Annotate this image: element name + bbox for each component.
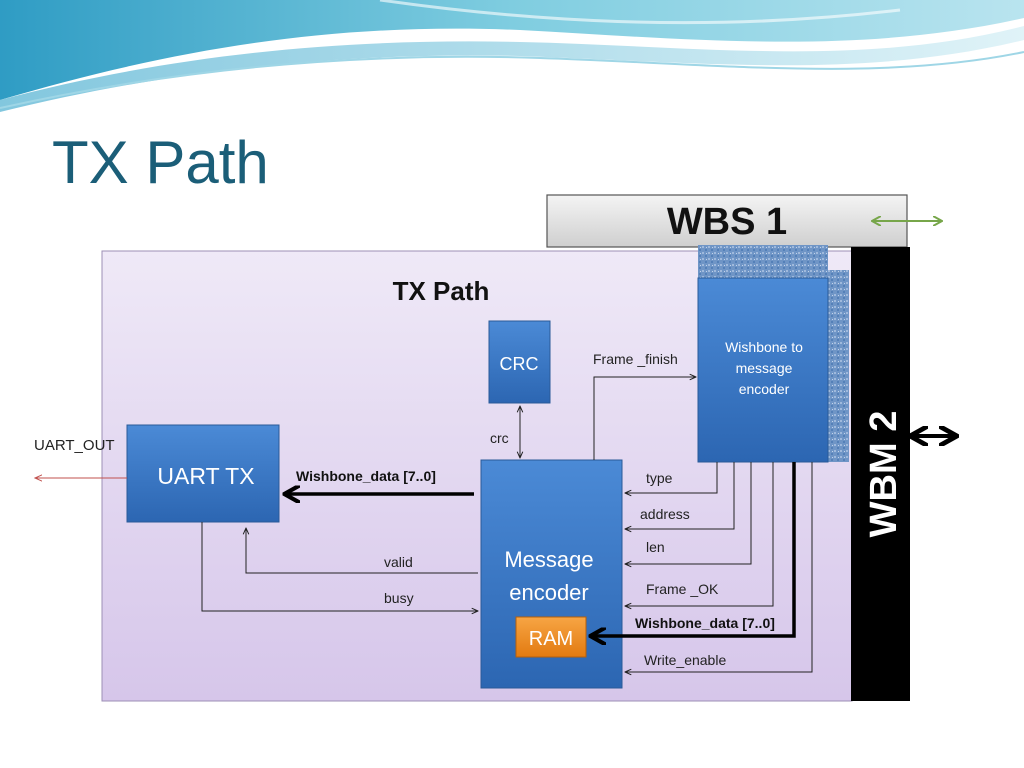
wbm2-block bbox=[851, 247, 910, 701]
message-encoder-label-1: Message bbox=[504, 547, 593, 572]
wishbone-data-ram-label: Wishbone_data [7..0] bbox=[635, 615, 775, 631]
address-label: address bbox=[640, 506, 690, 522]
wishbone-data-ram-arrow bbox=[592, 462, 796, 636]
frame-ok-arrow bbox=[625, 462, 774, 606]
wb-encoder-texture-side bbox=[827, 270, 849, 462]
wb-encoder-texture-top bbox=[698, 245, 828, 280]
wishbone-data-uart-label: Wishbone_data [7..0] bbox=[296, 468, 436, 484]
wb-encoder-label-1: Wishbone to bbox=[725, 339, 803, 355]
message-encoder-label-2: encoder bbox=[509, 580, 589, 605]
crc-signal-label: crc bbox=[490, 430, 509, 446]
valid-label: valid bbox=[384, 554, 413, 570]
wave-banner bbox=[0, 0, 1024, 112]
address-arrow bbox=[625, 462, 735, 529]
crc-label: CRC bbox=[500, 354, 539, 374]
wbs1-label: WBS 1 bbox=[667, 201, 787, 243]
busy-label: busy bbox=[384, 590, 414, 606]
type-label: type bbox=[646, 470, 673, 486]
uart-out-label: UART_OUT bbox=[34, 437, 115, 454]
wb-encoder-label-2: message bbox=[736, 360, 793, 376]
write-enable-label: Write_enable bbox=[644, 652, 726, 668]
wb-encoder-label-3: encoder bbox=[739, 381, 790, 397]
valid-arrow bbox=[246, 528, 478, 574]
wbm2-label: WBM 2 bbox=[863, 411, 905, 538]
wb-encoder-block bbox=[697, 277, 829, 463]
write-enable-arrow bbox=[625, 462, 813, 672]
type-arrow bbox=[625, 462, 718, 493]
ram-label: RAM bbox=[529, 628, 573, 650]
len-label: len bbox=[646, 539, 665, 555]
busy-arrow bbox=[201, 522, 478, 611]
uart-tx-block bbox=[126, 424, 280, 523]
frame-finish-arrow bbox=[593, 377, 696, 460]
crc-block bbox=[488, 320, 551, 404]
frame-ok-label: Frame _OK bbox=[646, 581, 719, 597]
frame-finish-label: Frame _finish bbox=[593, 351, 678, 367]
slide-title: TX Path bbox=[52, 129, 269, 196]
wbs1-block bbox=[546, 194, 908, 248]
len-arrow bbox=[625, 462, 752, 564]
ram-block bbox=[515, 616, 587, 658]
panel-heading: TX Path bbox=[393, 276, 490, 306]
uart-tx-label: UART TX bbox=[157, 463, 254, 489]
